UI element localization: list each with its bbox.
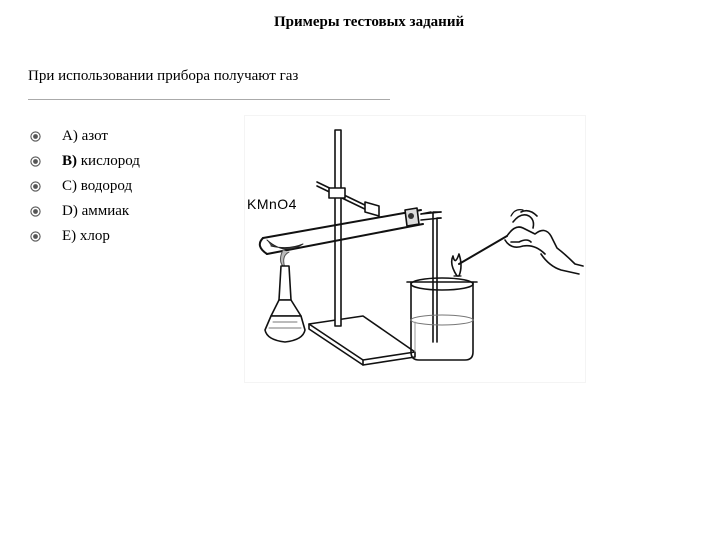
option-label: хлор [79,228,110,244]
option-letter: D) [62,203,78,219]
option-b[interactable]: В) кислород [30,149,140,174]
option-letter: С) [62,178,77,194]
radio-bullet-icon [30,231,41,242]
test-tube [258,207,442,255]
beaker [406,277,478,361]
option-c[interactable]: С) водород [30,174,140,199]
option-label: азот [81,128,108,144]
hand [504,209,584,275]
option-letter: А) [62,128,78,144]
flame [450,253,462,277]
clamp [316,181,380,217]
option-d[interactable]: D) аммиак [30,199,140,224]
radio-bullet-icon [30,131,41,142]
spirit-lamp [264,249,306,343]
radio-bullet-icon [30,156,41,167]
slide-title: Примеры тестовых заданий [274,14,465,30]
radio-bullet-icon [30,181,41,192]
option-letter: В) [62,153,77,169]
option-a[interactable]: А) азот [30,124,140,149]
option-label: аммиак [81,203,130,219]
answer-options: А) азот В) кислород С) водород D) аммиак… [30,124,140,249]
divider [28,99,390,100]
delivery-tube [420,211,442,343]
option-label: кислород [80,153,140,169]
apparatus-illustration: KMnO4 [245,116,585,382]
reagent-label: KMnO4 [247,196,297,212]
splint [458,235,508,265]
apparatus-drawing [258,129,584,366]
option-e[interactable]: E) хлор [30,224,140,249]
option-letter: E) [62,228,77,244]
radio-bullet-icon [30,206,41,217]
lab-stand [308,129,416,366]
option-label: водород [80,178,133,194]
question-text: При использовании прибора получают газ [28,68,299,84]
